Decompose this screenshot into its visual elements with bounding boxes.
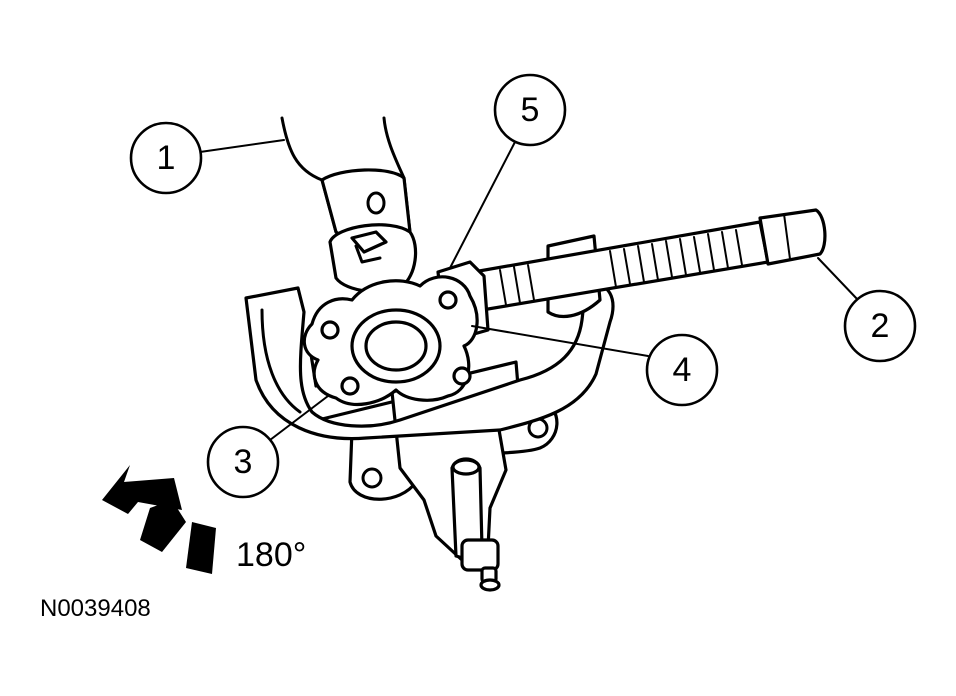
callout-number: 2 bbox=[871, 307, 890, 345]
callout-4: 4 bbox=[645, 333, 719, 407]
leader-lines bbox=[199, 139, 859, 441]
callout-1: 1 bbox=[129, 121, 203, 195]
callout-2: 2 bbox=[843, 289, 917, 363]
callout-number: 1 bbox=[157, 139, 176, 177]
leader-line-5 bbox=[449, 139, 517, 269]
figure-id: N0039408 bbox=[40, 595, 151, 622]
leader-line-4 bbox=[471, 325, 649, 357]
callout-number: 5 bbox=[521, 91, 540, 129]
callout-number: 4 bbox=[673, 351, 692, 389]
leader-line-2 bbox=[817, 257, 859, 301]
rotation-arrow-icon bbox=[102, 465, 216, 574]
forcing-screw bbox=[460, 208, 827, 314]
flange bbox=[302, 275, 479, 406]
callout-3: 3 bbox=[206, 425, 280, 499]
rotation-angle-label: 180° bbox=[236, 536, 306, 574]
leader-line-3 bbox=[269, 395, 329, 441]
leader-line-1 bbox=[199, 139, 285, 153]
steering-shaft bbox=[280, 116, 412, 244]
callout-number: 3 bbox=[234, 443, 253, 481]
callout-5: 5 bbox=[493, 73, 567, 147]
